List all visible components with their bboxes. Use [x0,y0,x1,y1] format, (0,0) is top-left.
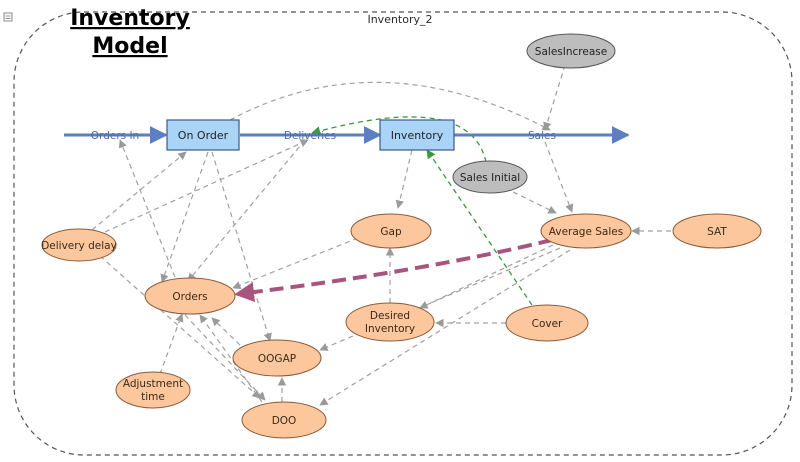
link-delay-onorder [91,151,187,231]
node-sat[interactable]: SAT [672,213,762,249]
model-frame [13,11,793,456]
node-desired-inventory-line2: Inventory [365,323,415,335]
link-orders-doo [184,314,266,401]
link-delay-deliveries [104,139,309,233]
sheet-icon[interactable] [3,12,13,22]
link-averagesales-desired [419,244,554,309]
link-averagesales-doo [319,249,571,406]
frame-label: Inventory_2 [367,13,432,26]
flow-sales[interactable]: Sales [528,130,556,142]
node-gap[interactable]: Gap [350,213,432,249]
node-sat-label: SAT [707,226,727,238]
stock-on-order-label: On Order [178,129,229,142]
node-gap-label: Gap [380,226,402,238]
node-orders-label: Orders [172,291,207,303]
link-delay-doo [99,255,261,399]
node-average-sales-label: Average Sales [549,226,623,238]
node-desired-inventory[interactable]: Desired Inventory [345,302,435,342]
model-title-line1: Inventory [70,6,190,31]
link-oogap-orders [211,317,241,346]
node-sales-increase[interactable]: SalesIncrease [526,33,616,69]
link-gap-orders [232,237,359,290]
node-doo[interactable]: DOO [241,401,327,439]
link-averagesales-orders-highlight [234,238,553,303]
node-adjustment-time-line2: time [141,391,165,403]
model-title-line2: Model [92,34,167,59]
stock-inventory[interactable]: Inventory [379,119,455,151]
node-delivery-delay[interactable]: Delivery delay [41,228,117,262]
link-salesincrease-sales [543,64,566,131]
link-onorder-oogap [211,151,272,342]
node-oogap-label: OOGAP [258,353,296,365]
node-sales-increase-label: SalesIncrease [535,46,607,58]
flow-deliveries[interactable]: Deliveries [284,130,336,142]
node-orders[interactable]: Orders [144,277,236,315]
link-orders-ordersin [118,139,176,278]
node-cover[interactable]: Cover [505,304,589,342]
link-inventory-gap [395,149,413,209]
node-adjustment-time-line1: Adjustment [123,378,183,390]
node-sales-initial[interactable]: Sales Initial [452,160,528,194]
node-cover-label: Cover [532,318,563,330]
link-cover-inventory [426,149,533,306]
node-oogap[interactable]: OOGAP [232,339,322,377]
node-adjustment-time[interactable]: Adjustment time [115,371,191,409]
stock-inventory-label: Inventory [391,129,444,142]
node-desired-inventory-line1: Desired [370,310,410,322]
link-adjustment-orders [159,313,184,375]
link-salesinitial-deliveries [311,116,487,163]
link-onorder-deliveries [160,151,209,283]
link-salesinitial-averagesales [504,187,557,214]
node-sales-initial-label: Sales Initial [460,172,520,184]
node-delivery-delay-label: Delivery delay [41,240,117,252]
node-average-sales[interactable]: Average Sales [540,213,632,249]
flow-orders-in[interactable]: Orders In [91,130,139,142]
link-deliveries-orders [187,139,306,282]
link-sales-averagesales [544,141,574,213]
node-doo-label: DOO [272,415,297,427]
stock-on-order[interactable]: On Order [166,119,240,151]
green-links [311,116,533,306]
